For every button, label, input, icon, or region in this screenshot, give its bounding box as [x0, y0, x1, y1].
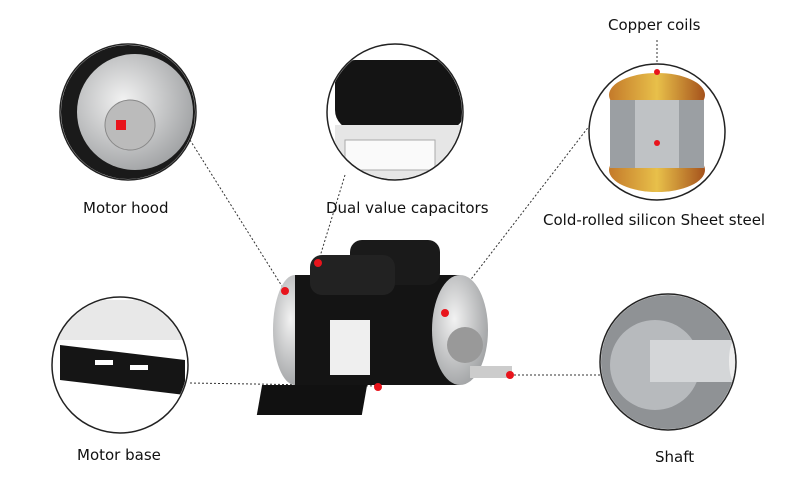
- motor-base-detail: [51, 296, 189, 434]
- label-motor-hood: Motor hood: [83, 199, 169, 217]
- capacitors-detail: [326, 43, 464, 181]
- markers: [281, 259, 514, 391]
- motor-hood-detail: [59, 43, 197, 181]
- label-shaft: Shaft: [655, 448, 695, 466]
- label-motor-base: Motor base: [77, 446, 161, 464]
- label-dual-capacitors: Dual value capacitors: [326, 199, 489, 217]
- stator-detail: [588, 63, 726, 201]
- label-silicon-steel: Cold-rolled silicon Sheet steel: [543, 211, 766, 229]
- shaft-detail: [599, 293, 737, 431]
- motor-image: [256, 240, 512, 415]
- label-copper-coils: Copper coils: [608, 16, 701, 34]
